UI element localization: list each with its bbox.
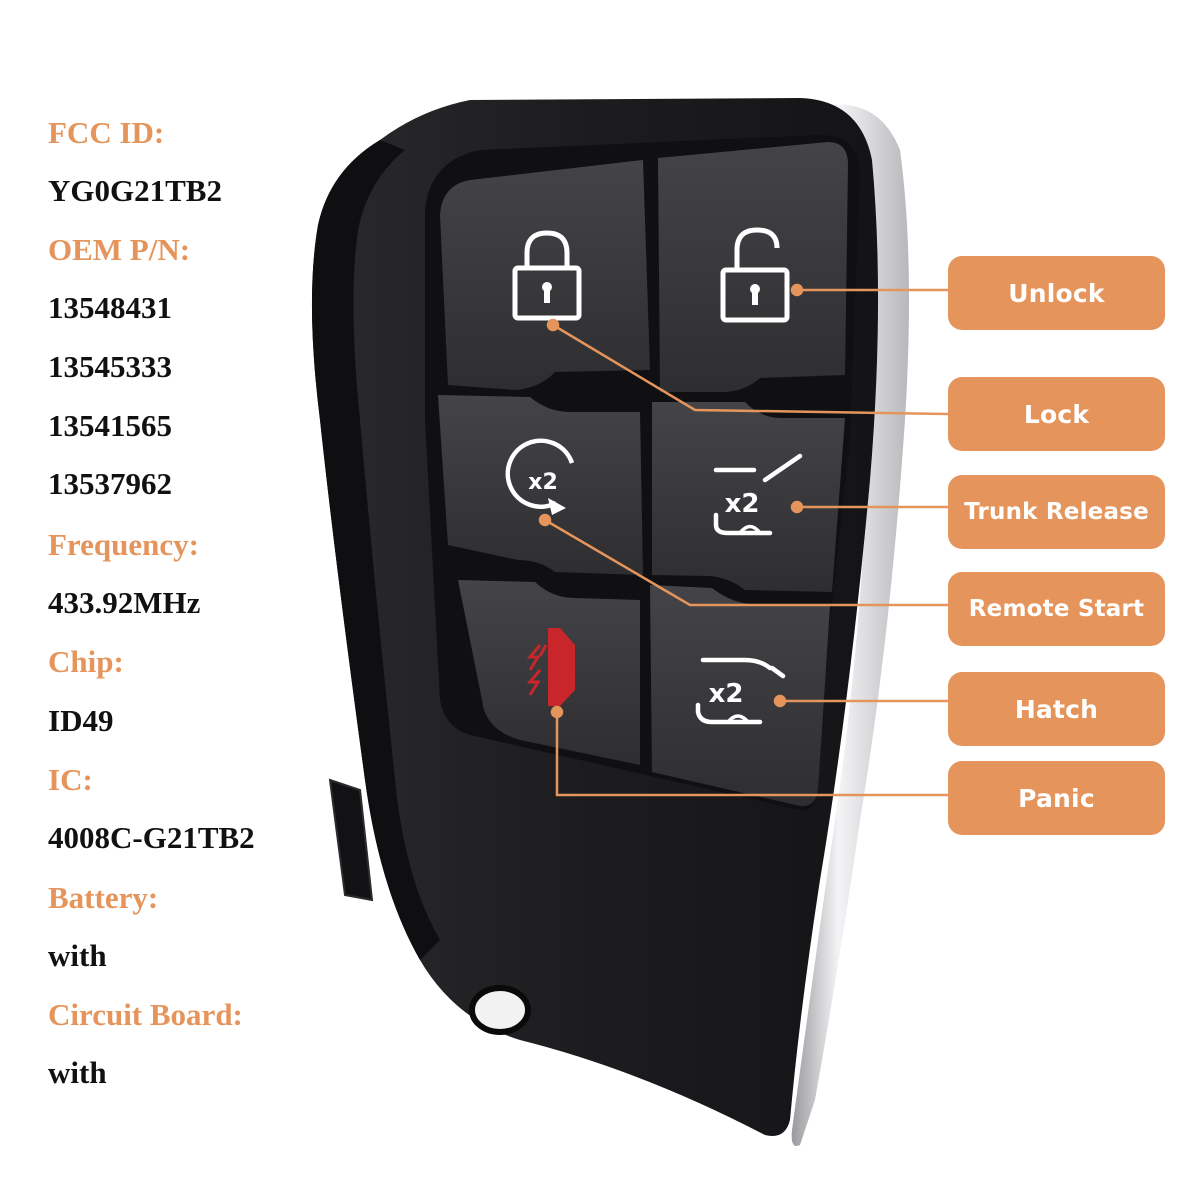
spec-value-oem-pn-1: 13548431 — [48, 290, 172, 325]
spec-list: FCC ID: YG0G21TB2 OEM P/N: 13548431 1354… — [48, 0, 308, 1200]
spec-label-fcc-id: FCC ID: — [48, 115, 165, 150]
spec-label-chip: Chip: — [48, 644, 124, 679]
spec-label-circuit-board: Circuit Board: — [48, 997, 243, 1032]
callout-lock: Lock — [948, 377, 1165, 451]
unlock-icon — [720, 227, 790, 323]
spec-value-chip: ID49 — [48, 703, 114, 738]
remote-start-button[interactable] — [438, 395, 643, 575]
lock-button[interactable] — [440, 160, 650, 390]
panic-icon — [526, 628, 575, 706]
trunk-release-icon: x2 — [713, 453, 803, 536]
trunk-badge: x2 — [725, 489, 760, 519]
hatch-button[interactable] — [650, 585, 830, 807]
hatch-icon: x2 — [695, 657, 786, 725]
callout-leaders — [538, 283, 949, 797]
callout-unlock: Unlock — [948, 256, 1165, 330]
trunk-release-button[interactable] — [652, 402, 845, 592]
spec-value-circuit-board: with — [48, 1055, 107, 1090]
callout-trunk-release: Trunk Release — [948, 475, 1165, 549]
remote-start-icon: x2 — [505, 438, 575, 515]
spec-value-oem-pn-2: 13545333 — [48, 349, 172, 384]
spec-value-oem-pn-4: 13537962 — [48, 466, 172, 501]
spec-value-oem-pn-3: 13541565 — [48, 408, 172, 443]
chrome-trim — [791, 104, 909, 1147]
remote-start-badge: x2 — [528, 470, 558, 495]
spec-value-frequency: 433.92MHz — [48, 585, 201, 620]
spec-label-battery: Battery: — [48, 880, 159, 915]
key-ring-hole — [469, 985, 531, 1035]
spec-label-oem-pn: OEM P/N: — [48, 232, 191, 267]
spec-label-frequency: Frequency: — [48, 527, 199, 562]
lock-icon — [512, 230, 582, 321]
hatch-badge: x2 — [709, 679, 744, 709]
callout-panic: Panic — [948, 761, 1165, 835]
spec-value-ic: 4008C-G21TB2 — [48, 820, 255, 855]
callout-remote-start: Remote Start — [948, 572, 1165, 646]
spec-value-fcc-id: YG0G21TB2 — [48, 173, 222, 208]
side-seam — [328, 778, 374, 902]
fob-rear-shell — [311, 140, 440, 960]
callout-hatch: Hatch — [948, 672, 1165, 746]
unlock-button[interactable] — [658, 142, 848, 392]
spec-label-ic: IC: — [48, 762, 93, 797]
spec-value-battery: with — [48, 938, 107, 973]
